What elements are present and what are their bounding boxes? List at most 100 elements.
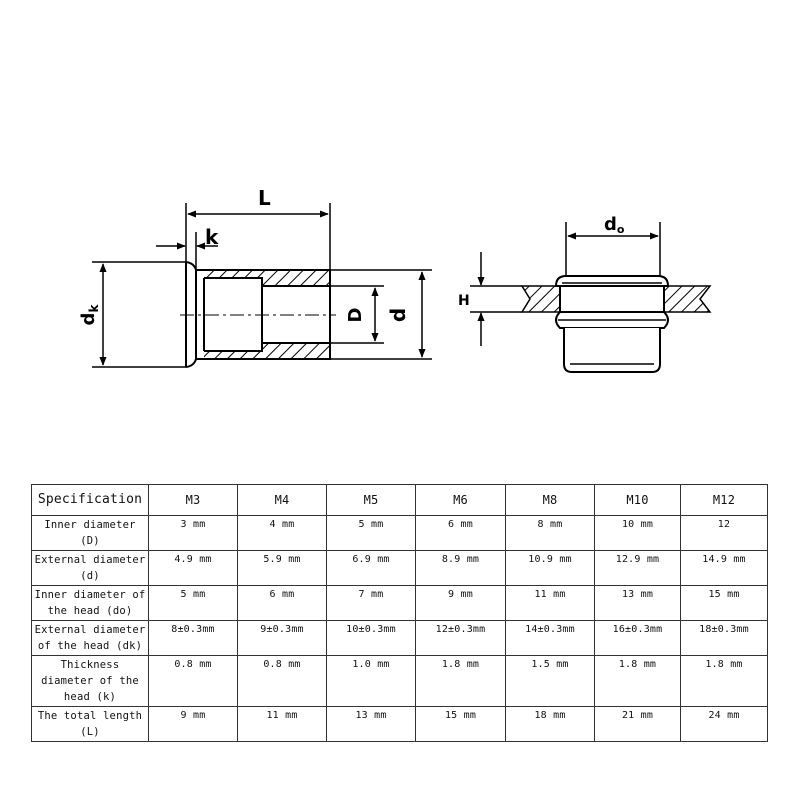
table-cell: 8.9 mm	[415, 550, 506, 586]
table-cell: 24 mm	[680, 706, 768, 742]
table-cell: 5 mm	[148, 585, 238, 621]
label-k: k	[205, 225, 219, 249]
table-cell: 14±0.3mm	[505, 620, 595, 656]
table-cell: 1.8 mm	[415, 655, 506, 707]
installed-view: do H	[458, 214, 712, 373]
table-cell: 6 mm	[237, 585, 327, 621]
label-d: d	[386, 308, 410, 322]
rivet-nut-technical-drawing: L k dk D d do H	[78, 186, 712, 373]
upper-head-hatch	[204, 270, 262, 278]
label-dk: dk	[78, 304, 101, 326]
table-cell: 18 mm	[505, 706, 595, 742]
label-D: D	[345, 308, 366, 323]
row-label-line: (d)	[80, 570, 100, 582]
header-size-m5: M5	[326, 484, 416, 516]
table-cell: 10±0.3mm	[326, 620, 416, 656]
row-label-line: External diameter	[34, 554, 146, 566]
table-cell: 15 mm	[680, 585, 768, 621]
row-label-line: Thickness	[60, 659, 120, 671]
row-label-line: of the head (dk)	[37, 640, 143, 652]
row-label-line: diameter of the	[41, 675, 139, 687]
upper-wall-hatch	[262, 270, 330, 286]
table-cell: 14.9 mm	[680, 550, 768, 586]
table-cell: 16±0.3mm	[594, 620, 681, 656]
table-cell: 11 mm	[505, 585, 595, 621]
table-cell: 4 mm	[237, 515, 327, 551]
label-dk-base: d	[78, 313, 99, 326]
row-label: External diameter (d)	[31, 550, 149, 586]
table-cell: 10.9 mm	[505, 550, 595, 586]
body-through-sheet	[559, 285, 665, 313]
flange-head	[554, 275, 670, 287]
inner-bore	[203, 277, 330, 352]
lower-head-hatch	[204, 351, 262, 359]
label-L: L	[258, 186, 271, 210]
row-label: Thickness diameter of the head (k)	[31, 655, 149, 707]
lower-body	[563, 328, 661, 373]
specification-table-body: Specification M3 M4 M5 M6 M8 M10 M12 Inn…	[31, 484, 768, 742]
table-cell: 12±0.3mm	[415, 620, 506, 656]
sheet-plate-right	[663, 285, 712, 313]
header-specification: Specification	[31, 484, 149, 516]
table-cell: 0.8 mm	[237, 655, 327, 707]
table-cell: 13 mm	[594, 585, 681, 621]
table-cell: 9 mm	[148, 706, 238, 742]
table-cell: 15 mm	[415, 706, 506, 742]
lower-wall-hatch	[262, 343, 330, 359]
row-label: External diameter of the head (dk)	[31, 620, 149, 656]
table-cell: 11 mm	[237, 706, 327, 742]
row-label: Inner diameter (D)	[31, 515, 149, 551]
header-size-m12: M12	[680, 484, 768, 516]
header-size-m3: M3	[148, 484, 238, 516]
table-cell: 12	[680, 515, 768, 551]
table-row: External diameter of the head (dk) 8±0.3mm…	[31, 620, 768, 656]
table-cell: 4.9 mm	[148, 550, 238, 586]
table-cell: 5.9 mm	[237, 550, 327, 586]
table-cell: 9 mm	[415, 585, 506, 621]
table-cell: 8 mm	[505, 515, 595, 551]
table-cell: 13 mm	[326, 706, 416, 742]
row-label: The total length (L)	[31, 706, 149, 742]
table-cell: 1.8 mm	[680, 655, 768, 707]
header-size-m6: M6	[415, 484, 506, 516]
table-cell: 8±0.3mm	[148, 620, 238, 656]
row-label-line: the head (do)	[47, 605, 133, 617]
table-cell: 1.0 mm	[326, 655, 416, 707]
specification-table: Specification M3 M4 M5 M6 M8 M10 M12 Inn…	[31, 484, 768, 742]
table-cell: 18±0.3mm	[680, 620, 768, 656]
specification-table-container: Specification M3 M4 M5 M6 M8 M10 M12 Inn…	[31, 484, 768, 742]
row-label-line: (L)	[80, 726, 100, 738]
table-cell: 3 mm	[148, 515, 238, 551]
table-cell: 6.9 mm	[326, 550, 416, 586]
table-cell: 0.8 mm	[148, 655, 238, 707]
label-H: H	[458, 293, 470, 309]
table-cell: 10 mm	[594, 515, 681, 551]
table-cell: 1.8 mm	[594, 655, 681, 707]
row-label-line: External diameter	[34, 624, 146, 636]
row-label-line: head (k)	[63, 691, 117, 703]
table-cell: 1.5 mm	[505, 655, 595, 707]
header-size-m10: M10	[594, 484, 681, 516]
table-cell: 5 mm	[326, 515, 416, 551]
row-label-line: Inner diameter of	[34, 589, 146, 601]
row-label-line: Inner diameter	[44, 519, 136, 531]
label-dk-sub: k	[87, 304, 101, 313]
header-size-m8: M8	[505, 484, 595, 516]
table-cell: 9±0.3mm	[237, 620, 327, 656]
row-label-line: The total length	[37, 710, 143, 722]
row-label-line: (D)	[80, 535, 100, 547]
header-size-m4: M4	[237, 484, 327, 516]
side-section-view: L k dk D d	[78, 186, 432, 368]
table-cell: 7 mm	[326, 585, 416, 621]
sheet-plate-left	[520, 285, 561, 313]
table-cell: 12.9 mm	[594, 550, 681, 586]
row-label: Inner diameter of the head (do)	[31, 585, 149, 621]
table-cell: 6 mm	[415, 515, 506, 551]
label-do: do	[604, 214, 625, 236]
table-cell: 21 mm	[594, 706, 681, 742]
